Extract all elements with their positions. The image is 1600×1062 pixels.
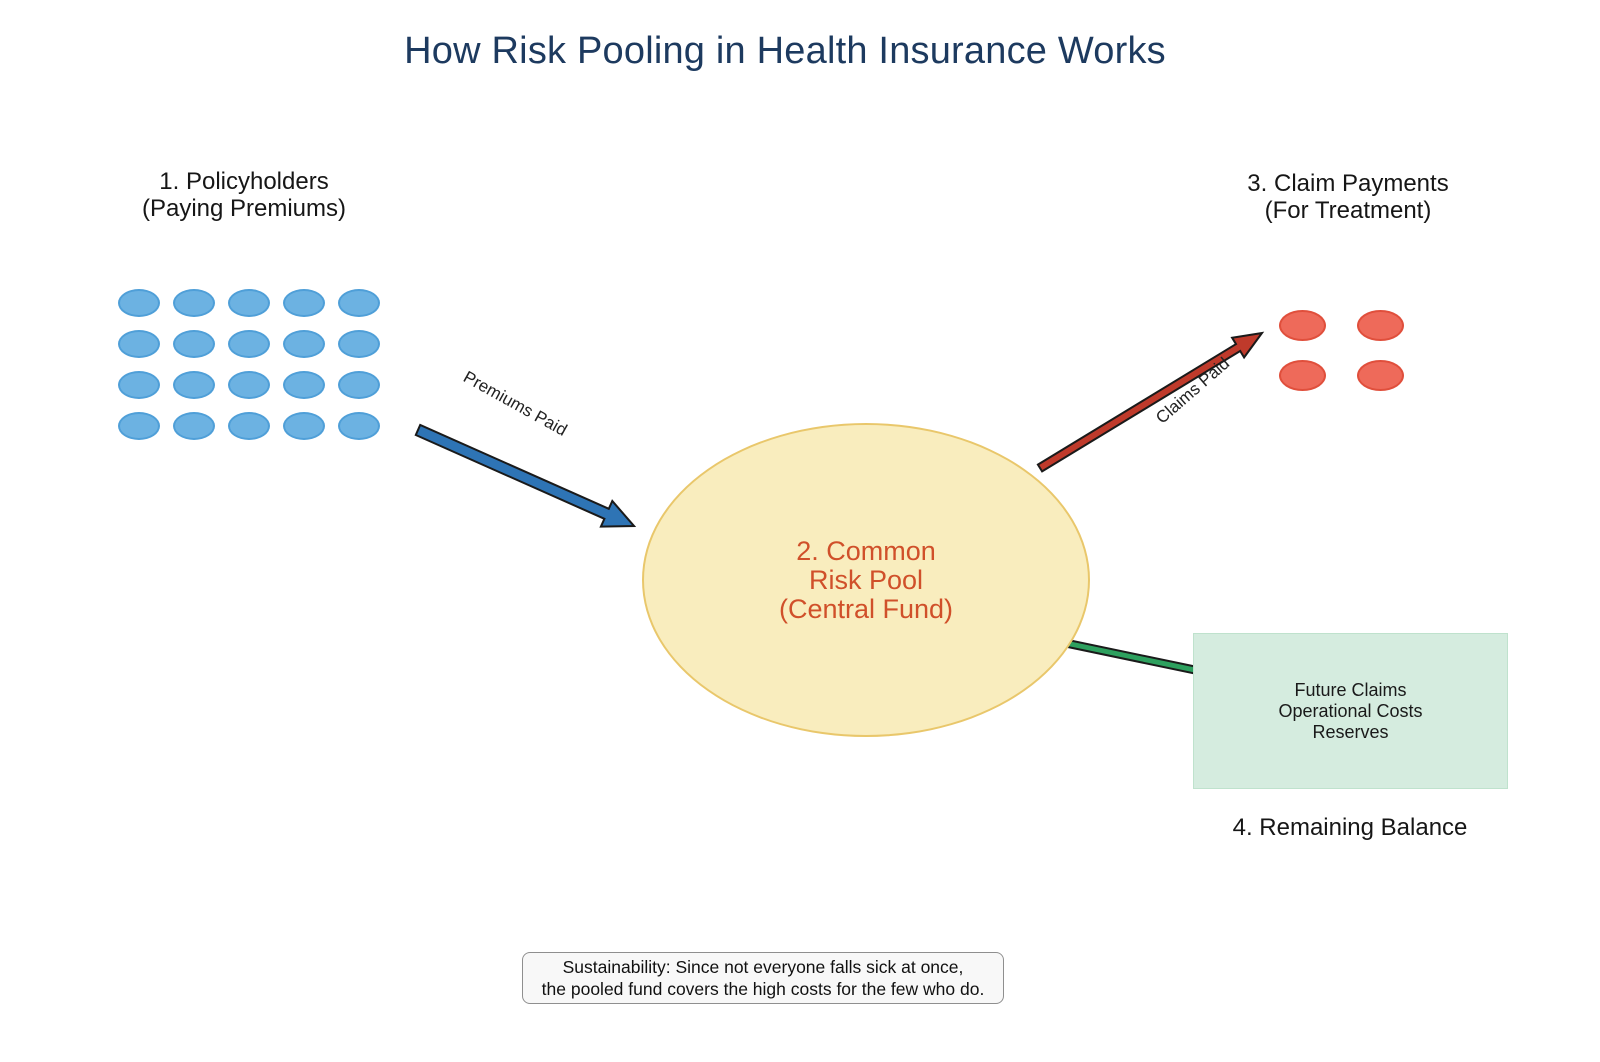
reserves-box: Future Claims Operational Costs Reserves xyxy=(1193,633,1508,789)
policyholder-ellipse xyxy=(283,412,325,440)
policyholders-label-line1: 1. Policyholders xyxy=(159,168,329,195)
policyholder-ellipse xyxy=(338,412,380,440)
policyholder-ellipse xyxy=(173,289,215,317)
policyholders-label: 1. Policyholders (Paying Premiums) xyxy=(94,168,394,222)
premiums-arrow-label: Premiums Paid xyxy=(460,367,571,440)
policyholder-ellipse xyxy=(118,330,160,358)
risk-pool-label-line1: 2. Common xyxy=(796,535,936,566)
claim-payment-ellipse xyxy=(1357,310,1404,341)
policyholder-ellipse xyxy=(338,330,380,358)
policyholders-label-line2: (Paying Premiums) xyxy=(141,195,347,222)
claim-payments-group xyxy=(1279,310,1404,391)
claim-payment-ellipse xyxy=(1357,360,1404,391)
risk-pool-ellipse: 2. Common Risk Pool (Central Fund) xyxy=(642,423,1090,737)
claim-payments-label-line1: 3. Claim Payments xyxy=(1247,170,1449,197)
policyholder-ellipse xyxy=(173,330,215,358)
risk-pool-label-line2: Risk Pool xyxy=(808,564,924,595)
claim-payments-label: 3. Claim Payments (For Treatment) xyxy=(1198,170,1498,224)
claims-paid-arrow xyxy=(1036,331,1265,473)
claims-arrow-label: Claims Paid xyxy=(1152,353,1234,428)
policyholder-ellipse xyxy=(283,330,325,358)
reserves-box-line2: Operational Costs xyxy=(1278,700,1423,721)
policyholder-ellipse xyxy=(118,289,160,317)
policyholders-group xyxy=(118,289,380,440)
reserves-box-line1: Future Claims xyxy=(1294,679,1407,700)
claim-payments-label-line2: (For Treatment) xyxy=(1264,197,1432,224)
reserves-box-line3: Reserves xyxy=(1312,721,1389,742)
policyholder-ellipse xyxy=(118,412,160,440)
policyholder-ellipse xyxy=(228,371,270,399)
policyholder-ellipse xyxy=(228,412,270,440)
risk-pool-label: 2. Common Risk Pool (Central Fund) xyxy=(778,535,954,624)
sustainability-note-line2: the pooled fund covers the high costs fo… xyxy=(541,979,985,999)
policyholder-ellipse xyxy=(118,371,160,399)
claim-payment-ellipse xyxy=(1279,360,1326,391)
policyholder-ellipse xyxy=(228,289,270,317)
policyholder-ellipse xyxy=(173,371,215,399)
policyholder-ellipse xyxy=(338,289,380,317)
policyholder-ellipse xyxy=(283,289,325,317)
claim-payment-ellipse xyxy=(1279,310,1326,341)
premiums-paid-arrow xyxy=(414,423,637,528)
policyholder-ellipse xyxy=(338,371,380,399)
policyholder-ellipse xyxy=(228,330,270,358)
risk-pool-label-line3: (Central Fund) xyxy=(778,593,954,624)
remaining-balance-label: 4. Remaining Balance xyxy=(1232,814,1468,841)
sustainability-note-line1: Sustainability: Since not everyone falls… xyxy=(562,957,964,977)
policyholder-ellipse xyxy=(173,412,215,440)
policyholder-ellipse xyxy=(283,371,325,399)
sustainability-note: Sustainability: Since not everyone falls… xyxy=(522,952,1004,1004)
page-title: How Risk Pooling in Health Insurance Wor… xyxy=(404,30,1166,72)
